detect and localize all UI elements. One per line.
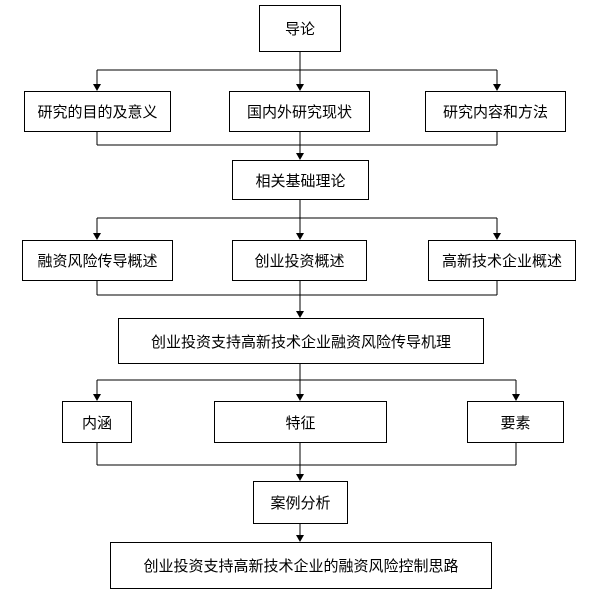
node-case-analysis: 案例分析 — [253, 481, 348, 524]
node-hightech-enterprise: 高新技术企业概述 — [428, 240, 576, 281]
node-financing-risk: 融资风险传导概述 — [22, 240, 173, 281]
node-literature: 国内外研究现状 — [229, 91, 370, 132]
node-control-approach: 创业投资支持高新技术企业的融资风险控制思路 — [110, 542, 492, 589]
node-mechanism-label: 创业投资支持高新技术企业融资风险传导机理 — [150, 332, 451, 351]
node-control-approach-label: 创业投资支持高新技术企业的融资风险控制思路 — [143, 557, 459, 575]
node-feature: 特征 — [214, 401, 387, 443]
node-element: 要素 — [467, 401, 564, 443]
node-connotation: 内涵 — [62, 401, 132, 443]
node-feature-label: 特征 — [285, 413, 316, 432]
node-theory-label: 相关基础理论 — [255, 171, 346, 190]
node-literature-label: 国内外研究现状 — [246, 103, 352, 121]
node-content-method-label: 研究内容和方法 — [442, 103, 548, 121]
node-theory: 相关基础理论 — [232, 160, 369, 200]
node-purpose: 研究的目的及意义 — [24, 91, 171, 132]
node-purpose-label: 研究的目的及意义 — [37, 103, 158, 121]
node-intro: 导论 — [259, 5, 341, 52]
node-mechanism: 创业投资支持高新技术企业融资风险传导机理 — [118, 318, 484, 364]
node-case-analysis-label: 案例分析 — [270, 494, 331, 512]
node-intro-label: 导论 — [284, 20, 315, 38]
node-hightech-enterprise-label: 高新技术企业概述 — [441, 252, 562, 270]
node-venture-investment: 创业投资概述 — [232, 240, 367, 281]
node-connotation-label: 内涵 — [81, 413, 112, 432]
node-element-label: 要素 — [500, 413, 531, 432]
node-venture-investment-label: 创业投资概述 — [254, 252, 345, 270]
node-financing-risk-label: 融资风险传导概述 — [37, 252, 158, 270]
node-content-method: 研究内容和方法 — [425, 91, 566, 132]
